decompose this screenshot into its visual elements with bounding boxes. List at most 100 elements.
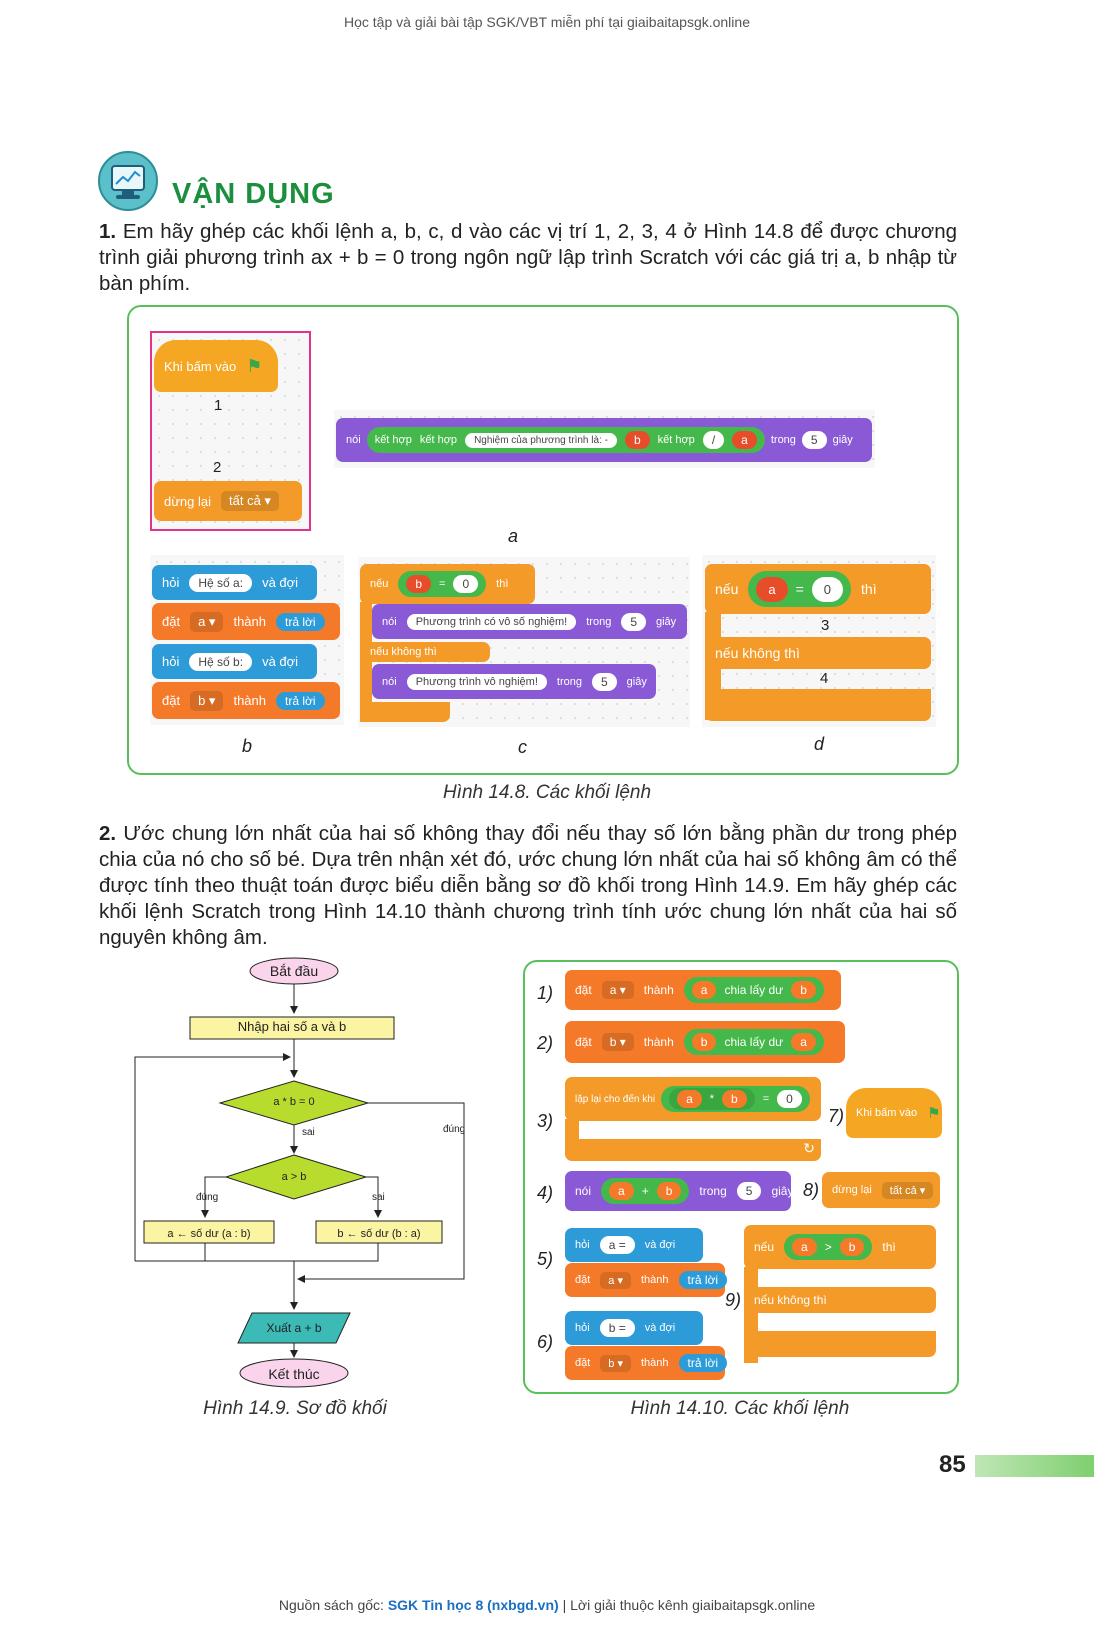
flowchart-svg (134, 957, 465, 1388)
equals-operator-d: a = 0 (748, 571, 852, 607)
eq-sign-d: = (795, 581, 804, 597)
answer-reporter-6: trả lời (678, 1354, 728, 1372)
say-label-4: nói (575, 1184, 592, 1198)
question-1-number: 1. (99, 220, 117, 243)
var-b-reporter: b (624, 431, 650, 449)
num-5: 5) (537, 1249, 554, 1269)
var-b-4: b (656, 1182, 682, 1200)
set-label-5: đặt (575, 1274, 591, 1286)
ask-question-6: b = (599, 1319, 635, 1337)
var-b-3: b (722, 1090, 747, 1108)
plus-sign-4: + (641, 1184, 649, 1198)
footer-book-link[interactable]: SGK Tin học 8 (nxbgd.vn) (387, 1597, 559, 1613)
gt-sign-9: > (824, 1240, 832, 1254)
ask-b-question: Hệ số b: (189, 652, 253, 671)
var-a-dropdown-1: a ▾ (601, 981, 634, 999)
var-a-reporter: a (732, 431, 757, 449)
num-2: 2) (537, 1033, 554, 1053)
num-4: 4) (537, 1183, 554, 1203)
mascot-computer-icon (97, 150, 159, 212)
var-a-4: a (609, 1182, 634, 1200)
zero-3: 0 (777, 1090, 802, 1108)
num-6: 6) (537, 1332, 554, 1352)
var-a-dropdown: a ▾ (190, 611, 224, 632)
set-a-answer-block-5: đặt a ▾ thành trả lời (565, 1263, 728, 1297)
flow-right-box-label: b ← số dư (b : a) (337, 1228, 421, 1240)
to-label-6: thành (641, 1357, 669, 1369)
seconds-value-4: 5 (736, 1182, 762, 1200)
then-label-d: thì (861, 581, 877, 597)
set-label-2: đặt (575, 1035, 592, 1049)
seconds-value-c1: 5 (621, 612, 646, 631)
answer-reporter-5: trả lời (678, 1271, 728, 1289)
ask-a-question: Hệ số a: (189, 573, 253, 592)
num-3: 3) (537, 1111, 554, 1131)
say-label: nói (346, 434, 361, 446)
ask-wait-6: và đợi (644, 1322, 676, 1334)
num-8: 8) (803, 1180, 820, 1200)
say-sum-block: nói a + b trong 5 giây (565, 1171, 793, 1211)
set-label-2: đặt (162, 693, 181, 708)
num-9: 9) (725, 1290, 742, 1310)
set-label-6: đặt (575, 1357, 591, 1369)
flow-right-box (315, 1220, 443, 1244)
ask-wait-5: và đợi (644, 1239, 676, 1251)
stop-all-block: dừng lại tất cả ▾ (154, 481, 302, 521)
else-label-c-bar: nếu không thì (360, 642, 490, 662)
flow-end-shape (239, 1358, 349, 1388)
flow-cond2-label: a > b (281, 1171, 307, 1183)
say-label-c2: nói (382, 675, 397, 688)
var-a-9: a (792, 1238, 817, 1256)
ask-b-block-6: hỏi b = và đợi (565, 1311, 703, 1345)
label-c: c (518, 737, 527, 757)
label-b: b (242, 736, 253, 756)
page-footer: Nguồn sách gốc: SGK Tin học 8 (nxbgd.vn)… (0, 1597, 1094, 1613)
if-a-eq-0-header: nếu a = 0 thì (705, 564, 931, 614)
ask-wait-label-2: và đợi (262, 654, 299, 669)
section-title: VẬN DỤNG (172, 178, 335, 210)
question-2: 2. Ước chung lớn nhất của hai số không t… (99, 821, 957, 951)
mul-operator-3: a * b (669, 1088, 755, 1110)
question-2-number: 2. (99, 822, 117, 845)
start-flag-block: Khi bấm vào ⚑ (154, 340, 278, 392)
if-a-gt-b-header: nếu a > b thì (744, 1225, 936, 1269)
if-c-footer (360, 702, 450, 722)
else-9-bar: nếu không thì (744, 1287, 936, 1313)
slot-4: 4 (820, 670, 829, 687)
if-9-footer (744, 1331, 936, 1357)
label-d: d (814, 734, 825, 754)
ask-a-block-5: hỏi a = và đợi (565, 1228, 703, 1262)
repeat-arm (565, 1119, 579, 1141)
zero-d: 0 (811, 576, 844, 602)
set-b-answer-block-6: đặt b ▾ thành trả lời (565, 1346, 728, 1380)
stop-block-label: dừng lại (164, 493, 212, 509)
seconds-label: giây (832, 434, 853, 446)
var-b-1: b (791, 981, 816, 999)
flow-dung1-label: đúng (443, 1124, 466, 1135)
seconds-value: 5 (801, 431, 827, 449)
ask-label: hỏi (162, 575, 180, 590)
var-a-2: a (791, 1033, 816, 1051)
var-b-dropdown: b ▾ (190, 690, 224, 711)
say-combined-block: nói kết hợp kết hợp Nghiệm của phương tr… (336, 418, 872, 462)
ask-wait-label: và đợi (262, 575, 299, 590)
flow-output-label: Xuất a + b (266, 1321, 322, 1335)
flow-dung2-label: đúng (196, 1192, 219, 1203)
stop-option-dropdown: tất cả ▾ (221, 491, 279, 511)
label-a: a (508, 526, 519, 546)
if-b-eq-0-header: nếu b = 0 thì (360, 564, 535, 604)
to-label-2: thành (233, 693, 266, 708)
stop-all-block-8: dừng lại tất cả ▾ (822, 1172, 940, 1208)
question-1: 1. Em hãy ghép các khối lệnh a, b, c, d … (99, 219, 957, 297)
flow-output-shape (237, 1312, 351, 1344)
eq-sign-3: = (762, 1093, 770, 1105)
var-b-name-2: b (609, 1035, 617, 1049)
figure-14-8-box (127, 305, 959, 775)
flow-input-label: Nhập hai số a và b (237, 1019, 347, 1034)
answer-reporter-a: trả lời (276, 612, 325, 631)
say-infinite-solutions-block: nói Phương trình có vô số nghiệm! trong … (372, 604, 687, 639)
equals-operator-c: b = 0 (398, 571, 487, 597)
question-1-text: Em hãy ghép các khối lệnh a, b, c, d vào… (99, 220, 957, 295)
message-pill: Nghiệm của phương trình là: - (465, 432, 617, 448)
var-b-dropdown-2: b ▾ (601, 1033, 634, 1051)
